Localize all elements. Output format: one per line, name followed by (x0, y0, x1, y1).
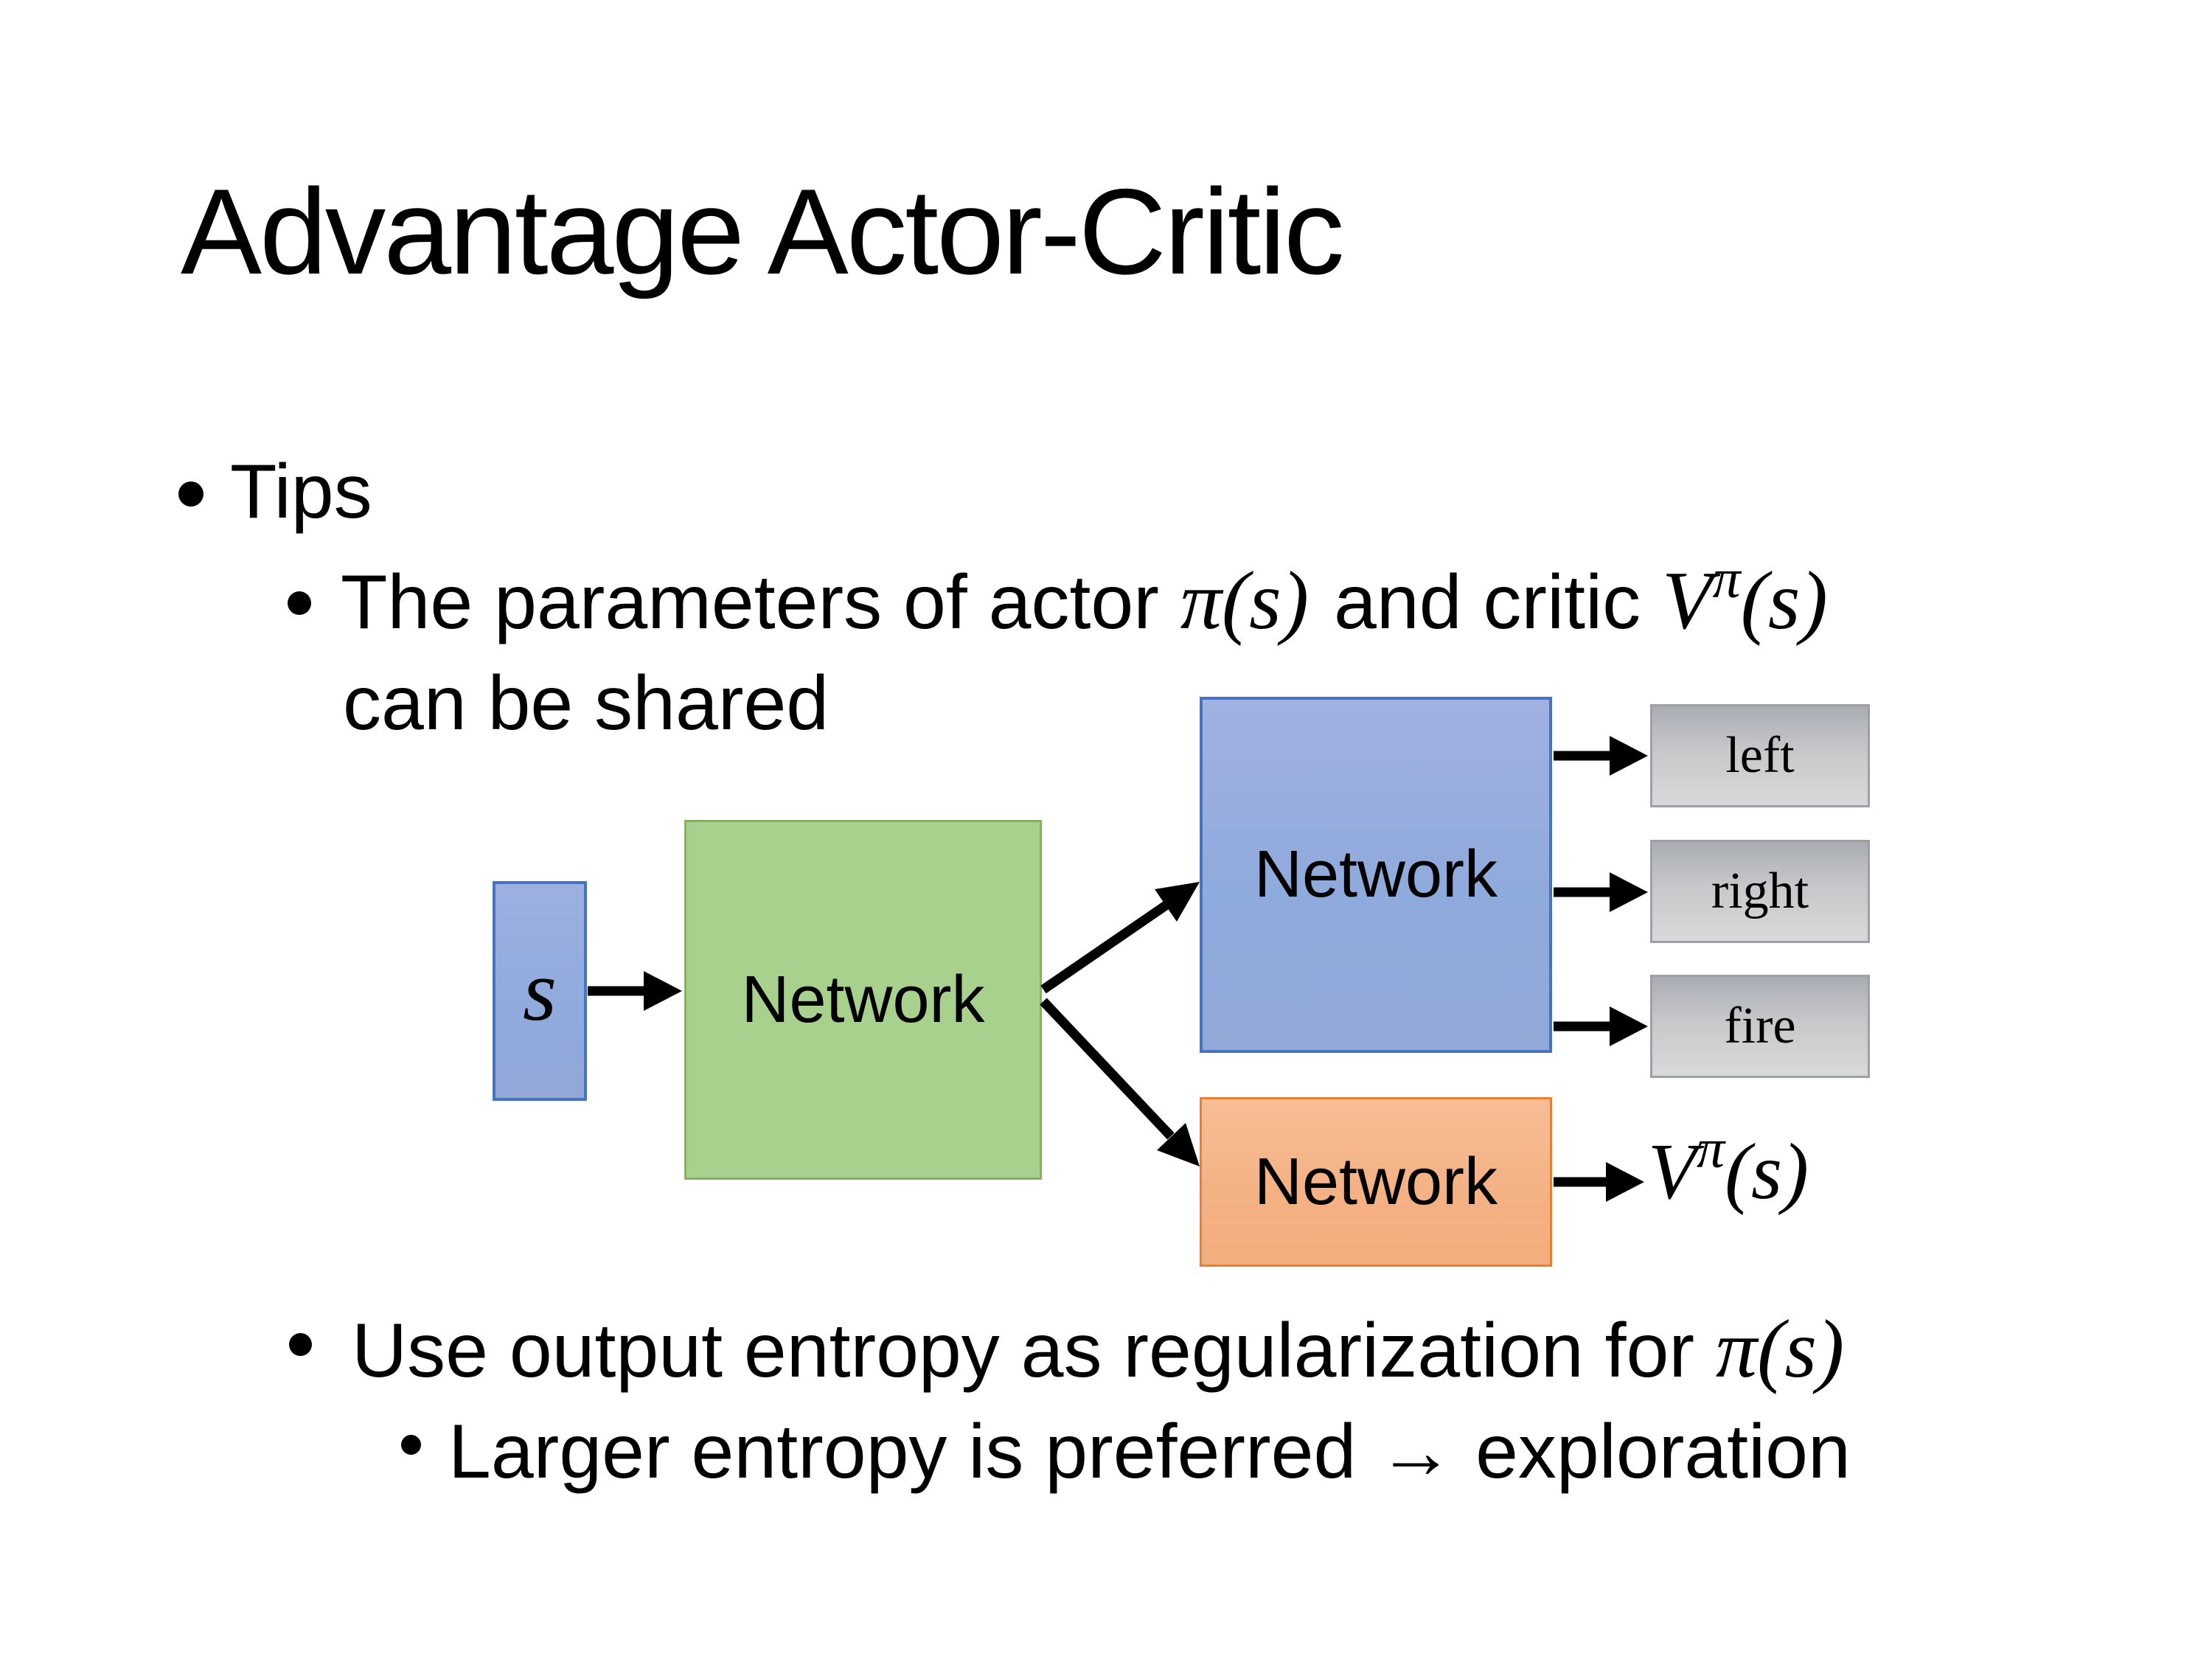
action-label-right: right (1711, 863, 1809, 919)
critic-output-value: Vπ(s) (1648, 1121, 1809, 1212)
bullet-tips: Tips (230, 449, 372, 535)
action-label-left: left (1725, 727, 1795, 784)
bullet-dot-level2 (289, 1333, 312, 1356)
math-V: V (1662, 555, 1713, 647)
arrow-actor-to-left-icon (1554, 736, 1648, 776)
arrow-actor-to-right-icon (1554, 872, 1648, 912)
math-v-pi-s: Vπ(s) (1662, 551, 1828, 647)
bullet-shared-line1: The parameters of actor π(s) and critic V… (341, 551, 1828, 645)
math-paren-s: (s) (1725, 1128, 1809, 1216)
math-pi-s: π(s) (1180, 555, 1310, 647)
bullet-dot-level1 (178, 481, 204, 507)
arrow-shared-to-critic-icon (1040, 998, 1200, 1166)
critic-network-box: Network (1200, 1097, 1552, 1267)
shared-network-label: Network (741, 962, 985, 1037)
page-title: Advantage Actor-Critic (181, 164, 1345, 299)
arrow-shared-to-actor-icon (1040, 882, 1200, 994)
math-paren-s: (s) (1740, 555, 1828, 647)
action-box-right: right (1650, 840, 1870, 943)
state-box: s (493, 881, 587, 1101)
shared-network-box: Network (684, 820, 1042, 1180)
bullet-entropy: Use output entropy as regularization for… (352, 1308, 1844, 1391)
math-V: V (1648, 1128, 1697, 1216)
arrow-critic-to-value-icon (1554, 1162, 1644, 1202)
bullet-shared-line2: can be shared (343, 661, 830, 746)
action-box-left: left (1650, 704, 1870, 807)
critic-network-label: Network (1253, 1144, 1498, 1219)
bullet-entropy-pre: Use output entropy as regularization for (352, 1308, 1716, 1394)
math-sup-pi: π (1696, 1118, 1725, 1180)
math-sup-pi: π (1712, 548, 1741, 610)
math-pi-s: π(s) (1715, 1304, 1845, 1395)
state-label: s (523, 942, 557, 1039)
bullet-shared-pre: The parameters of actor (341, 560, 1180, 645)
actor-network-label: Network (1253, 838, 1498, 911)
actor-network-box: Network (1200, 697, 1552, 1053)
bullet-dot-level3 (401, 1435, 421, 1455)
bullet-exploration: Larger entropy is preferred → exploratio… (448, 1409, 1851, 1495)
action-label-fire: fire (1724, 998, 1796, 1054)
action-box-fire: fire (1650, 975, 1870, 1078)
arrow-actor-to-fire-icon (1554, 1006, 1648, 1046)
arrow-state-to-shared-icon (588, 971, 682, 1011)
bullet-shared-mid: and critic (1334, 560, 1663, 645)
bullet-dot-level2 (288, 591, 311, 615)
